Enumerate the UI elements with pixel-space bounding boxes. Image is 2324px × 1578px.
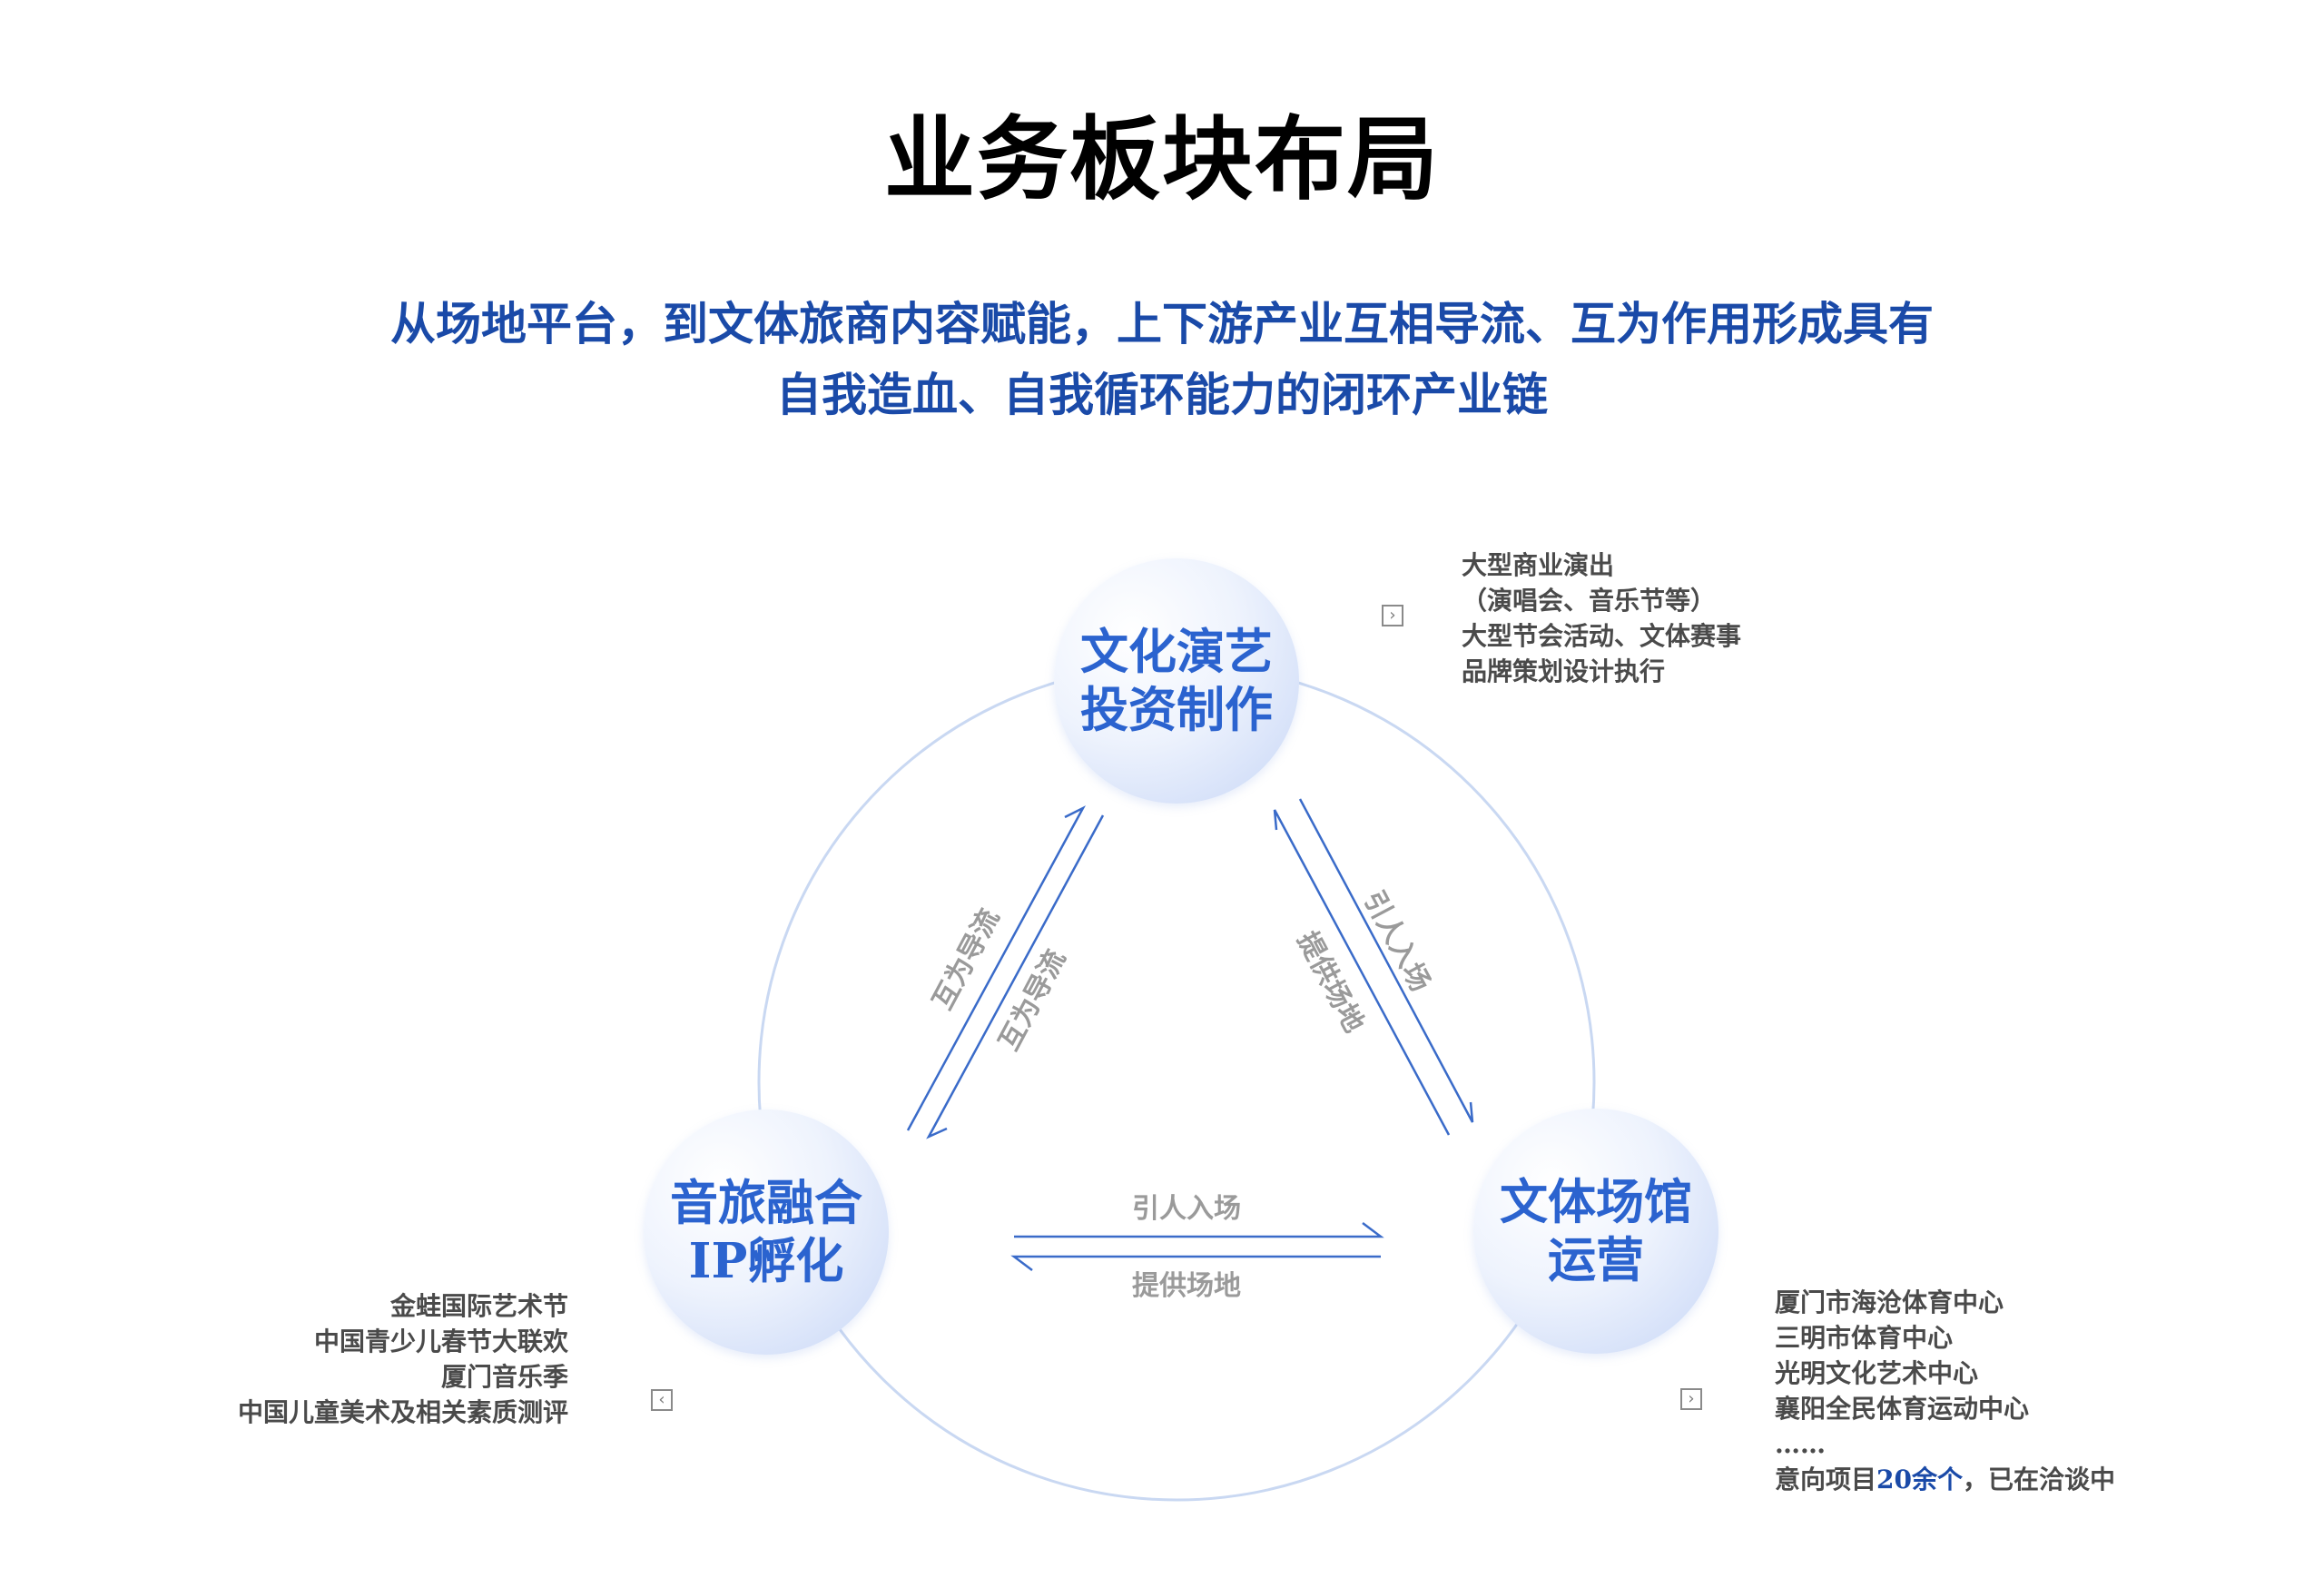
intent-suffix: ，已在洽谈中	[1962, 1465, 2115, 1494]
page-title: 业务板块布局	[884, 105, 1440, 212]
subtitle-line-2: 自我造血、自我循环能力的闭环产业链	[776, 368, 1548, 421]
right-edge-arrow-down	[1298, 798, 1474, 1123]
node-cultural-performance: 文化演艺 投资制作	[1054, 558, 1299, 804]
left-edge-arrow-down	[926, 814, 1105, 1139]
node-venue-operation: 文体场馆 运营	[1473, 1109, 1718, 1354]
node-left-line-1: 音旅融合	[670, 1175, 862, 1231]
detail-top-item: 品牌策划设计执行	[1462, 656, 1666, 686]
left-edge-arrow-up	[906, 805, 1086, 1131]
bottom-edge-arrow-right	[1014, 1222, 1384, 1238]
detail-left-item: 厦门音乐季	[440, 1362, 568, 1392]
detail-right-item: 光明文化艺术中心	[1775, 1358, 1979, 1388]
flow-label-bottom-bottom: 提供场地	[1132, 1270, 1241, 1302]
chevron-right-box-icon: ›	[1680, 1388, 1702, 1410]
flow-label-bottom-top: 引人入场	[1132, 1193, 1241, 1225]
detail-right-item: ……	[1775, 1429, 1826, 1459]
detail-top-item: 大型节会活动、文体赛事	[1462, 621, 1742, 651]
detail-right-item: 厦门市海沧体育中心	[1775, 1287, 2004, 1317]
node-music-tourism-ip: 音旅融合 IP孵化	[644, 1110, 889, 1355]
chevron-left-box-icon: ‹	[651, 1389, 673, 1411]
bottom-edge-arrow-left	[1010, 1255, 1381, 1271]
right-edge-arrow-up	[1273, 809, 1451, 1136]
detail-list-left: 金蛙国际艺术节 中国青少儿春节大联欢 厦门音乐季 中国儿童美术及相关素质测评	[238, 1288, 568, 1430]
detail-left-item: 中国青少儿春节大联欢	[313, 1327, 568, 1356]
node-top-line-1: 文化演艺	[1080, 624, 1273, 680]
detail-right-intent: 意向项目20余个，已在洽谈中	[1775, 1462, 2115, 1497]
subtitle-line-1: 从场地平台，到文体旅商内容赋能，上下游产业互相导流、互为作用形成具有	[390, 297, 1934, 350]
chevron-right-box-icon: ›	[1382, 605, 1403, 626]
detail-right-item: 三明市体育中心	[1775, 1323, 1954, 1353]
intent-count: 20余个	[1876, 1465, 1963, 1494]
node-left-line-2: IP孵化	[688, 1233, 844, 1289]
detail-list-right: 厦门市海沧体育中心 三明市体育中心 光明文化艺术中心 襄阳全民体育运动中心 ………	[1775, 1285, 2115, 1497]
detail-left-item: 金蛙国际艺术节	[389, 1291, 568, 1321]
node-right-line-2: 运营	[1548, 1232, 1644, 1288]
intent-prefix: 意向项目	[1775, 1465, 1877, 1494]
page-subtitle: 从场地平台，到文体旅商内容赋能，上下游产业互相导流、互为作用形成具有 自我造血、…	[0, 289, 2324, 430]
detail-top-item: （演唱会、音乐节等）	[1462, 586, 1717, 616]
detail-left-item: 中国儿童美术及相关素质测评	[237, 1397, 568, 1427]
detail-top-item: 大型商业演出	[1462, 550, 1615, 580]
detail-list-top: 大型商业演出 （演唱会、音乐节等） 大型节会活动、文体赛事 品牌策划设计执行	[1462, 547, 1741, 689]
detail-right-item: 襄阳全民体育运动中心	[1775, 1394, 2030, 1424]
node-right-line-1: 文体场馆	[1500, 1174, 1692, 1230]
node-top-line-2: 投资制作	[1080, 682, 1273, 738]
